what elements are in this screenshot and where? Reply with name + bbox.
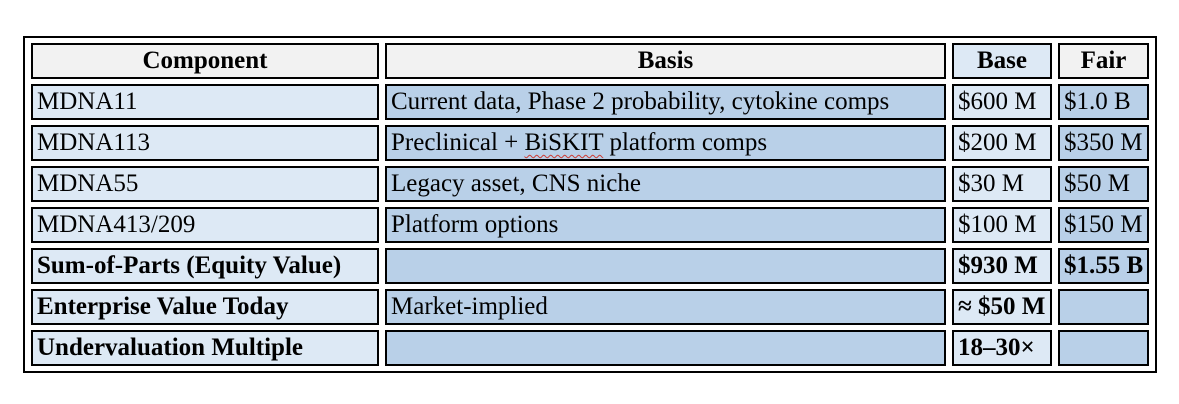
cell-fair: $1.0 B [1058,84,1149,120]
table-row: MDNA413/209 Platform options $100 M $150… [31,207,1149,243]
cell-fair: $350 M [1058,125,1149,161]
basis-text: Preclinical + [391,129,525,156]
col-header-fair: Fair [1058,43,1149,79]
cell-basis: Platform options [385,207,946,243]
table-row: Sum-of-Parts (Equity Value) $930 M $1.55… [31,248,1149,284]
cell-base: $600 M [952,84,1052,120]
cell-component: MDNA11 [31,84,379,120]
cell-basis: Current data, Phase 2 probability, cytok… [385,84,946,120]
misspelled-word: BiSKIT [524,129,604,156]
cell-component: Enterprise Value Today [31,289,379,325]
cell-fair: $1.55 B [1058,248,1149,284]
valuation-table: Component Basis Base Fair MDNA11 Current… [23,36,1157,373]
cell-component: MDNA413/209 [31,207,379,243]
cell-component: Sum-of-Parts (Equity Value) [31,248,379,284]
table-row: MDNA11 Current data, Phase 2 probability… [31,84,1149,120]
cell-basis: Market-implied [385,289,946,325]
cell-fair [1058,330,1149,366]
col-header-base: Base [952,43,1052,79]
cell-basis [385,248,946,284]
cell-component: MDNA113 [31,125,379,161]
cell-basis: Legacy asset, CNS niche [385,166,946,202]
col-header-basis: Basis [385,43,946,79]
cell-fair: $50 M [1058,166,1149,202]
table-row: MDNA55 Legacy asset, CNS niche $30 M $50… [31,166,1149,202]
cell-base: ≈ $50 M [952,289,1052,325]
cell-base: 18–30× [952,330,1052,366]
cell-base: $100 M [952,207,1052,243]
cell-component: MDNA55 [31,166,379,202]
cell-component: Undervaluation Multiple [31,330,379,366]
header-row: Component Basis Base Fair [31,43,1149,79]
table-row: Enterprise Value Today Market-implied ≈ … [31,289,1149,325]
cell-base: $200 M [952,125,1052,161]
cell-basis [385,330,946,366]
cell-base: $30 M [952,166,1052,202]
document-page: Component Basis Base Fair MDNA11 Current… [23,36,1157,373]
basis-text: platform comps [603,129,768,156]
table-row: MDNA113 Preclinical + BiSKIT platform co… [31,125,1149,161]
col-header-component: Component [31,43,379,79]
cell-base: $930 M [952,248,1052,284]
cell-fair: $150 M [1058,207,1149,243]
cell-basis: Preclinical + BiSKIT platform comps [385,125,946,161]
table-row: Undervaluation Multiple 18–30× [31,330,1149,366]
cell-fair [1058,289,1149,325]
